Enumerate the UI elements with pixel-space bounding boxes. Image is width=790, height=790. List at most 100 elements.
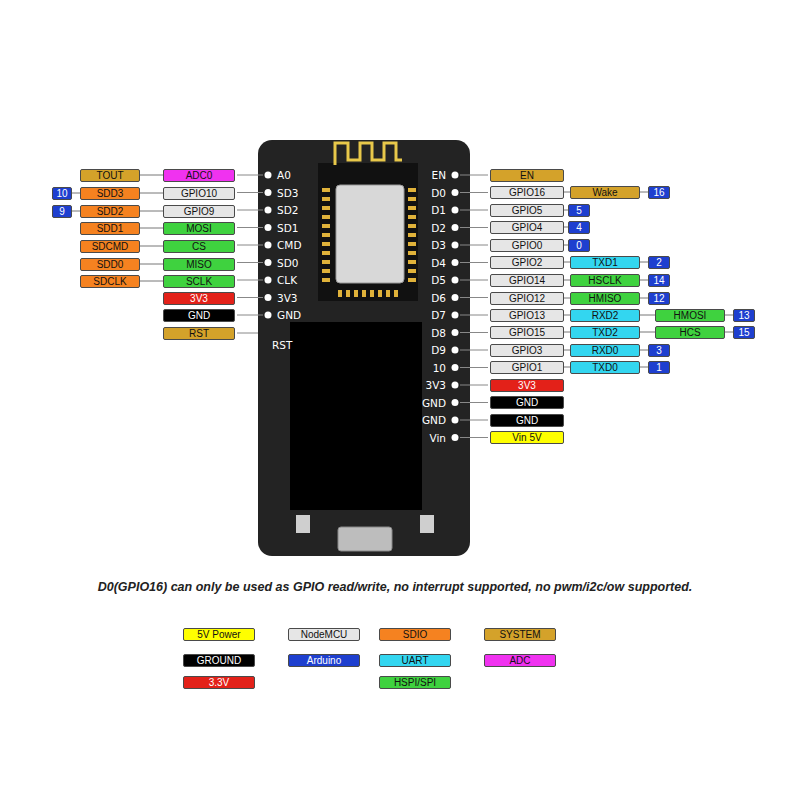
pin-function-tag: EN: [490, 169, 564, 182]
leader-line: [237, 315, 263, 316]
pin-function-tag: 13: [733, 309, 755, 322]
pin-function-tag: SDD0: [80, 258, 140, 271]
pin-name: D4: [431, 257, 446, 269]
pin-function-tag: GND: [490, 396, 564, 409]
pin-function-tag: 12: [648, 292, 670, 305]
legend-swatch: UART: [379, 654, 451, 667]
leader-line: [237, 297, 263, 298]
pin-function-tag: 10: [52, 187, 72, 200]
pin-name: GND: [422, 397, 446, 409]
pin-function-tag: TXD2: [570, 326, 640, 339]
leader-line: [460, 227, 488, 228]
leader-line: [460, 315, 488, 316]
connector-line: [640, 298, 648, 299]
module-shield: [336, 185, 404, 283]
pin-function-tag: 9: [52, 205, 72, 218]
module-pad: [394, 290, 398, 297]
pin-name: D8: [431, 327, 446, 339]
module-pad: [322, 269, 330, 273]
connector-line: [640, 192, 648, 193]
pin-hole: [452, 434, 459, 441]
pin-name: D9: [431, 344, 446, 356]
leader-line: [460, 367, 488, 368]
pin-hole: [452, 172, 459, 179]
pin-function-text: 15: [738, 327, 749, 338]
leader-line: [460, 437, 488, 438]
pin-function-tag: GPIO2: [490, 256, 564, 269]
pin-function-text: 13: [738, 310, 749, 321]
module-pad: [338, 290, 342, 297]
legend-text: GROUND: [197, 655, 241, 666]
pin-function-text: SDCMD: [92, 241, 129, 252]
pin-name: D1: [431, 204, 446, 216]
module-pad: [322, 197, 330, 201]
pin-function-tag: RST: [163, 327, 235, 340]
pin-hole: [265, 207, 272, 214]
module-pad: [322, 215, 330, 219]
pin-name: CLK: [277, 274, 297, 286]
pin-hole: [265, 224, 272, 231]
module-pad: [322, 233, 330, 237]
pin-function-tag: MISO: [163, 258, 235, 271]
pin-function-tag: HMOSI: [655, 309, 725, 322]
legend-swatch: Arduino: [288, 654, 360, 667]
pin-function-text: GPIO1: [512, 362, 543, 373]
pin-function-text: 2: [656, 257, 662, 268]
pin-hole: [452, 364, 459, 371]
pin-hole: [452, 259, 459, 266]
legend-swatch: 5V Power: [183, 628, 255, 641]
pin-function-text: GND: [516, 415, 538, 426]
pin-name: D7: [431, 309, 446, 321]
pin-function-text: Wake: [592, 187, 617, 198]
caption-note: D0(GPIO16) can only be used as GPIO read…: [40, 580, 750, 594]
pin-function-tag: 15: [733, 326, 755, 339]
pin-function-tag: RXD0: [570, 344, 640, 357]
pin-function-text: GPIO12: [509, 293, 545, 304]
pin-function-text: CS: [192, 241, 206, 252]
pin-function-text: 14: [653, 275, 664, 286]
pin-function-tag: GPIO5: [490, 204, 564, 217]
connector-line: [72, 193, 80, 194]
module-pad: [386, 290, 390, 297]
pin-function-text: 4: [576, 222, 582, 233]
leader-line: [460, 280, 488, 281]
module-pad: [322, 251, 330, 255]
legend-swatch: SDIO: [379, 628, 451, 641]
pin-function-text: GPIO15: [509, 327, 545, 338]
usb-connector: [338, 527, 392, 551]
pin-hole: [265, 242, 272, 249]
pin-function-tag: GPIO1: [490, 361, 564, 374]
pin-function-text: TXD0: [592, 362, 618, 373]
pin-function-text: 12: [653, 293, 664, 304]
pin-name: A0: [277, 169, 291, 181]
pin-function-tag: 4: [568, 221, 590, 234]
pin-name: EN: [432, 169, 447, 181]
pin-hole: [452, 189, 459, 196]
pin-hole: [452, 417, 459, 424]
pin-function-text: GPIO3: [512, 345, 543, 356]
pin-function-tag: MOSI: [163, 222, 235, 235]
pin-function-text: 0: [576, 240, 582, 251]
connector-line: [140, 246, 163, 247]
pin-name: D6: [431, 292, 446, 304]
pin-function-tag: SDD3: [80, 187, 140, 200]
leader-lines: [237, 175, 488, 438]
pin-function-text: MOSI: [186, 223, 212, 234]
pin-function-tag: HCS: [655, 326, 725, 339]
legend-text: SDIO: [403, 629, 427, 640]
pin-function-text: EN: [520, 170, 534, 181]
pin-name: GND: [277, 309, 301, 321]
pin-name: D2: [431, 222, 446, 234]
pin-function-tag: 1: [648, 361, 670, 374]
pin-hole: [265, 189, 272, 196]
pin-function-text: SDD2: [97, 206, 124, 217]
pin-function-text: TOUT: [96, 170, 123, 181]
pin-function-tag: GPIO0: [490, 239, 564, 252]
antenna-trace: [335, 143, 402, 165]
pin-function-text: HSCLK: [588, 275, 621, 286]
pin-name: GND: [422, 414, 446, 426]
connector-line: [640, 350, 648, 351]
leader-line: [237, 227, 263, 228]
